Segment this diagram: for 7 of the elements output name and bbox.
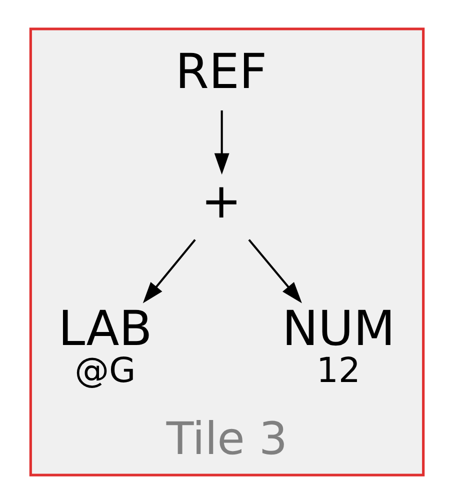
node-text: + [200,173,242,230]
node-text: LAB @G [58,300,152,392]
arrow [142,239,196,304]
arrow [214,110,229,175]
arrow [248,239,302,304]
node-text: NUM 12 [282,300,395,392]
node-text: REF [174,44,267,100]
